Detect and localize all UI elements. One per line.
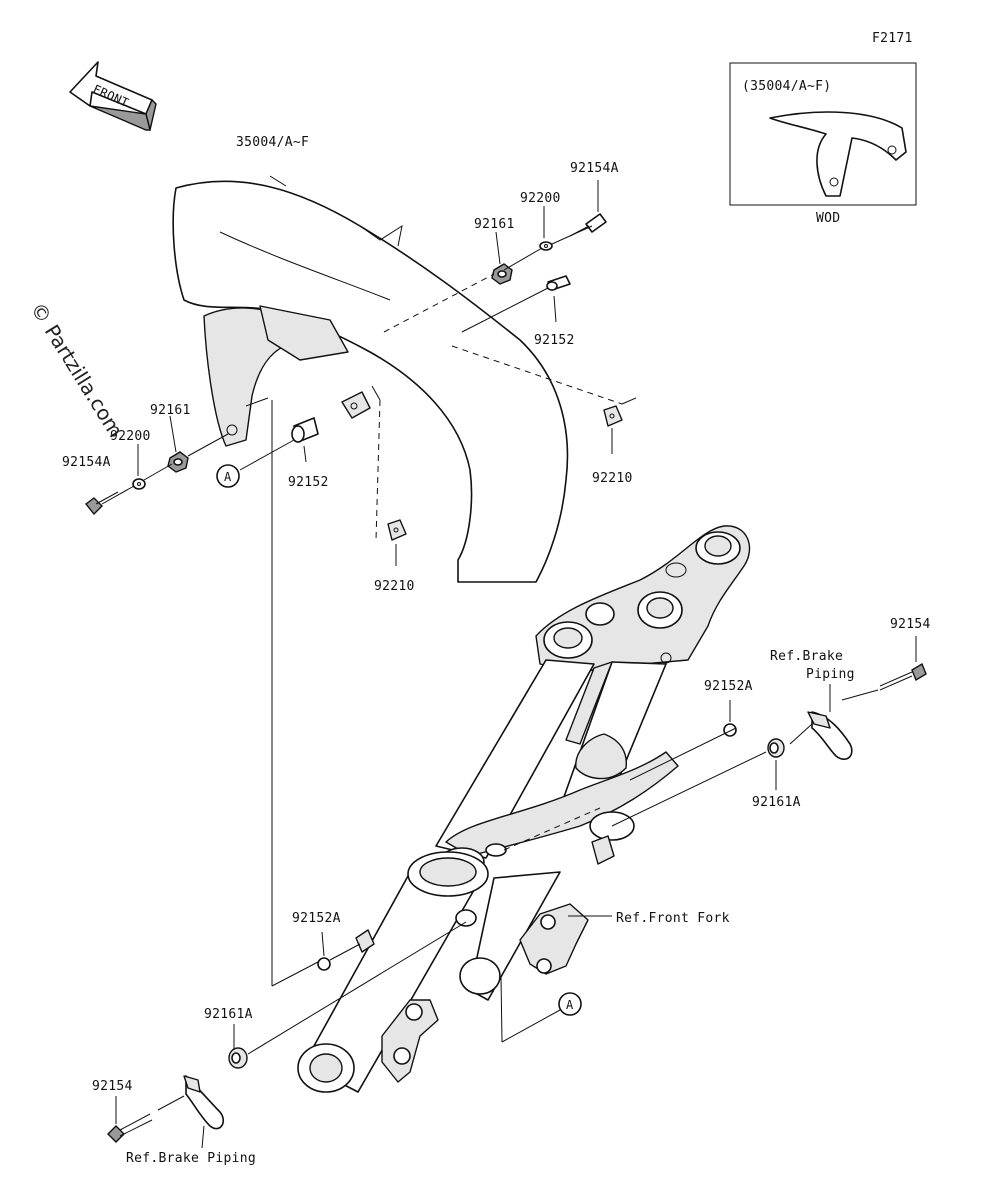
collar-92161A-right	[767, 738, 785, 758]
label-92161A-right: 92161A	[752, 795, 801, 810]
ref-A-top: A	[216, 464, 240, 488]
label-92154-right: 92154	[890, 617, 931, 632]
screw-92154A-top	[569, 213, 607, 237]
washer-92200-top	[539, 241, 553, 251]
label-92210-bottom: 92210	[374, 579, 415, 594]
label-92210-right: 92210	[592, 471, 633, 486]
label-35004: 35004/A~F	[236, 135, 309, 150]
label-92152-mid: 92152	[288, 475, 329, 490]
label-92161-left: 92161	[150, 403, 191, 418]
label-ref-brake-right-1: Ref.Brake	[770, 649, 843, 664]
washer-92200-left	[132, 478, 146, 490]
front-fork	[297, 525, 751, 1093]
label-92154-left: 92154	[92, 1079, 133, 1094]
brake-clamp-left	[183, 1075, 225, 1130]
label-92152A-right: 92152A	[704, 679, 753, 694]
label-92161A-left: 92161A	[204, 1007, 253, 1022]
svg-text:A: A	[224, 470, 232, 484]
washer-92152A-right	[723, 723, 737, 737]
label-92200-top: 92200	[520, 191, 561, 206]
label-92152A-left: 92152A	[292, 911, 341, 926]
nut-92161-top	[491, 263, 513, 285]
inset-caption: WOD	[816, 211, 840, 226]
watermark-text: © Partzilla.com	[26, 298, 128, 442]
collar-92152-mid	[291, 417, 319, 443]
nut-92210-right	[603, 405, 623, 427]
washer-92152A-left	[317, 957, 331, 971]
label-ref-brake-right-2: Piping	[806, 667, 855, 682]
label-92152-right: 92152	[534, 333, 575, 348]
collar-92152-top	[546, 275, 571, 291]
label-92154A-top: 92154A	[570, 161, 619, 176]
label-92161-top: 92161	[474, 217, 515, 232]
svg-text:A: A	[566, 998, 574, 1012]
inset-title: (35004/A~F)	[742, 79, 831, 94]
nut-92210-bottom	[387, 519, 407, 541]
brake-clamp-right	[807, 711, 853, 760]
label-ref-front-fork: Ref.Front Fork	[616, 911, 730, 926]
label-92154A-left: 92154A	[62, 455, 111, 470]
screw-92154A-left	[85, 491, 119, 516]
label-ref-brake-bottom: Ref.Brake Piping	[126, 1151, 256, 1166]
label-92200-left: 92200	[110, 429, 151, 444]
collar-92161A-left	[228, 1047, 248, 1069]
front-arrow-icon: FRONT	[69, 61, 157, 131]
figure-code: F2171	[872, 31, 913, 46]
inset-box: (35004/A~F) WOD	[729, 62, 917, 226]
bolt-92154-right	[879, 662, 927, 691]
bolt-92154-left	[107, 1113, 153, 1143]
nut-92161-left	[167, 451, 189, 473]
ref-A-bottom: A	[558, 992, 582, 1016]
front-fender	[172, 180, 569, 583]
